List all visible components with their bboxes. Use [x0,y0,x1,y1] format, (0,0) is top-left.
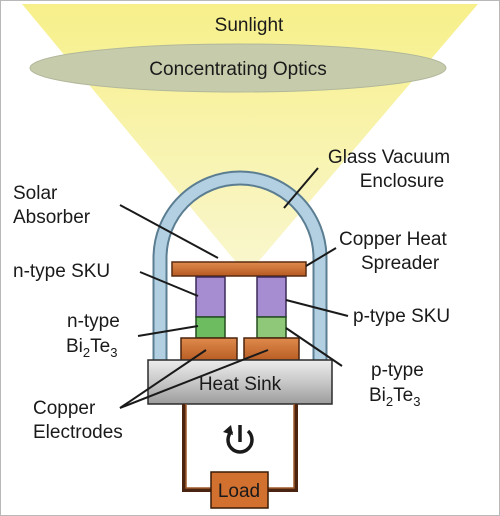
copper-spreader-label-line2: Spreader [361,253,440,274]
p-bite-mid: Te [393,385,413,406]
copper-heat-spreader [171,261,307,277]
sunlight-label: Sunlight [215,15,284,36]
solar-absorber-label-line2: Absorber [13,207,91,228]
copper-electrodes-label-line1: Copper [33,398,96,419]
glass-vacuum-enclosure [152,170,328,360]
n-bite-base: Bi [66,336,83,357]
p-type-sku-leg [256,276,287,318]
leader-lines [119,167,349,409]
copper-electrode-left [180,337,238,363]
sunlight-cone [22,4,478,262]
copper-electrodes-label-line2: Electrodes [33,422,123,443]
n-type-bite-label-line2: Bi2Te3 [66,336,117,360]
power-switch-icon [223,425,254,454]
p-type-bite-label-line1: p-type [371,360,424,381]
n-type-bite-label-line1: n-type [67,311,120,332]
heat-sink-label: Heat Sink [199,374,282,395]
concentrating-optics-lens [29,43,447,93]
load-label: Load [218,481,260,502]
glass-enclosure-label-line1: Glass Vacuum [328,147,450,168]
n-type-bi2te3-leg [195,316,226,339]
copper-spreader-label-line1: Copper Heat [339,229,447,250]
n-bite-sub1: 2 [83,345,90,360]
p-type-bite-label-line2: Bi2Te3 [369,385,420,409]
copper-electrode-right [243,337,300,363]
n-bite-sub2: 3 [110,345,117,360]
p-bite-sub2: 3 [413,394,420,409]
solar-absorber-label-line1: Solar [13,183,58,204]
glass-enclosure-label-line2: Enclosure [360,171,445,192]
n-type-sku-label: n-type SKU [13,261,110,282]
p-type-bi2te3-leg [256,316,287,339]
p-type-sku-label: p-type SKU [353,306,450,327]
circuit-wires [182,404,298,492]
p-bite-sub1: 2 [386,394,393,409]
n-bite-mid: Te [90,336,110,357]
p-bite-base: Bi [369,385,386,406]
load-box [210,471,269,509]
n-type-sku-leg [195,276,226,318]
concentrating-optics-label: Concentrating Optics [149,59,326,80]
